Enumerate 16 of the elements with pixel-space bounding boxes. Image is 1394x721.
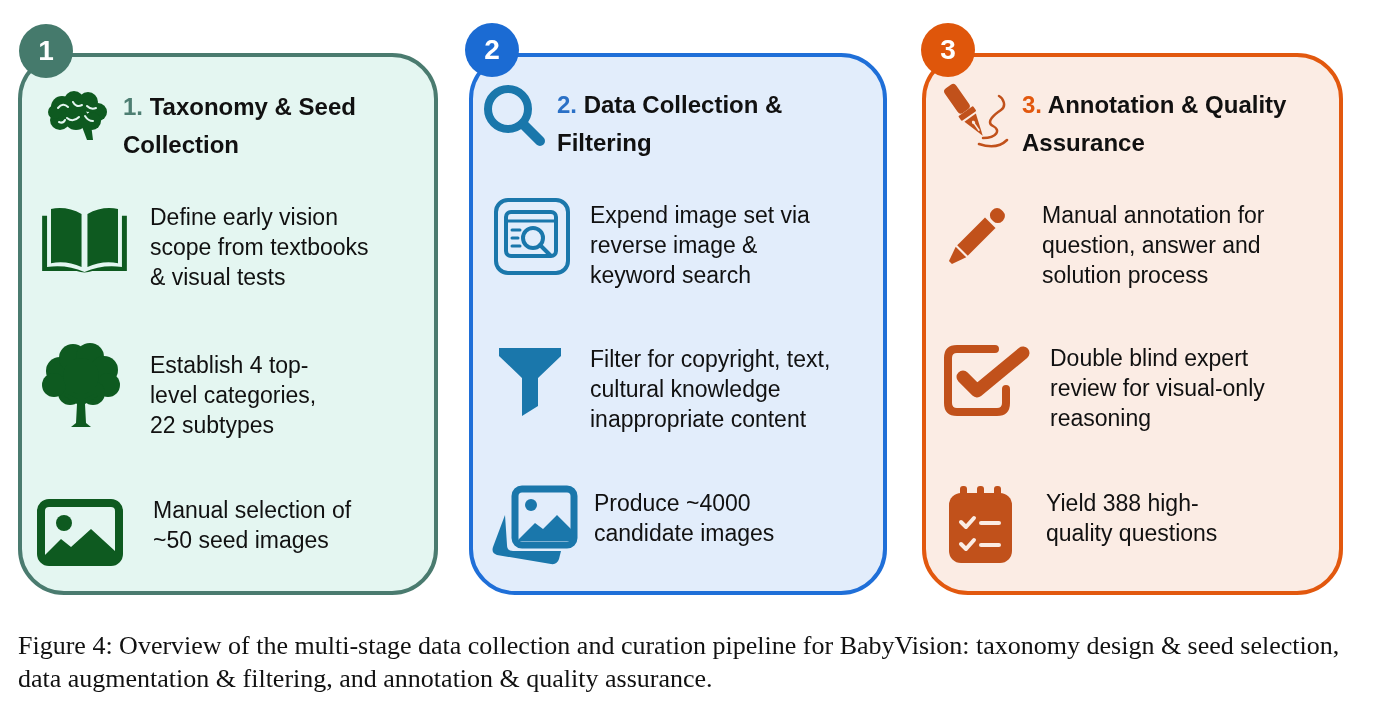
step-text: Define early vision scope from textbooks & visual tests [150,203,370,292]
step-text: Manual selection of ~50 seed images [153,496,353,555]
figure-caption: Figure 4: Overview of the multi-stage data collection and curation pipeline for BabyVision: taxonomy design & seed selection, data augmentation & filtering, and annotation & quality assurance. [18,630,1341,695]
step-text: Manual annotation for question, answer and solution process [1042,201,1266,290]
step-number: 1 [19,24,73,78]
step-text: Expend image set via reverse image & keyword search [590,201,811,290]
stage-heading: 2. Data Collection & Filtering [557,90,784,158]
step-text: Produce ~4000 candidate images [594,489,776,548]
step-number: 2 [465,23,519,77]
stage-heading: 3. Annotation & Quality Assurance [1022,90,1288,158]
step-text: Yield 388 high-quality questions [1046,489,1219,548]
step-text: Double blind expert review for visual-only reasoning [1050,344,1266,433]
step-text: Establish 4 top-level categories, 22 subtypes [150,351,318,440]
step-text: Filter for copyright, text, cultural knowledge inappropriate content [590,345,832,434]
step-number: 3 [921,23,975,77]
stage-heading: 1. Taxonomy & Seed Collection [123,92,357,160]
